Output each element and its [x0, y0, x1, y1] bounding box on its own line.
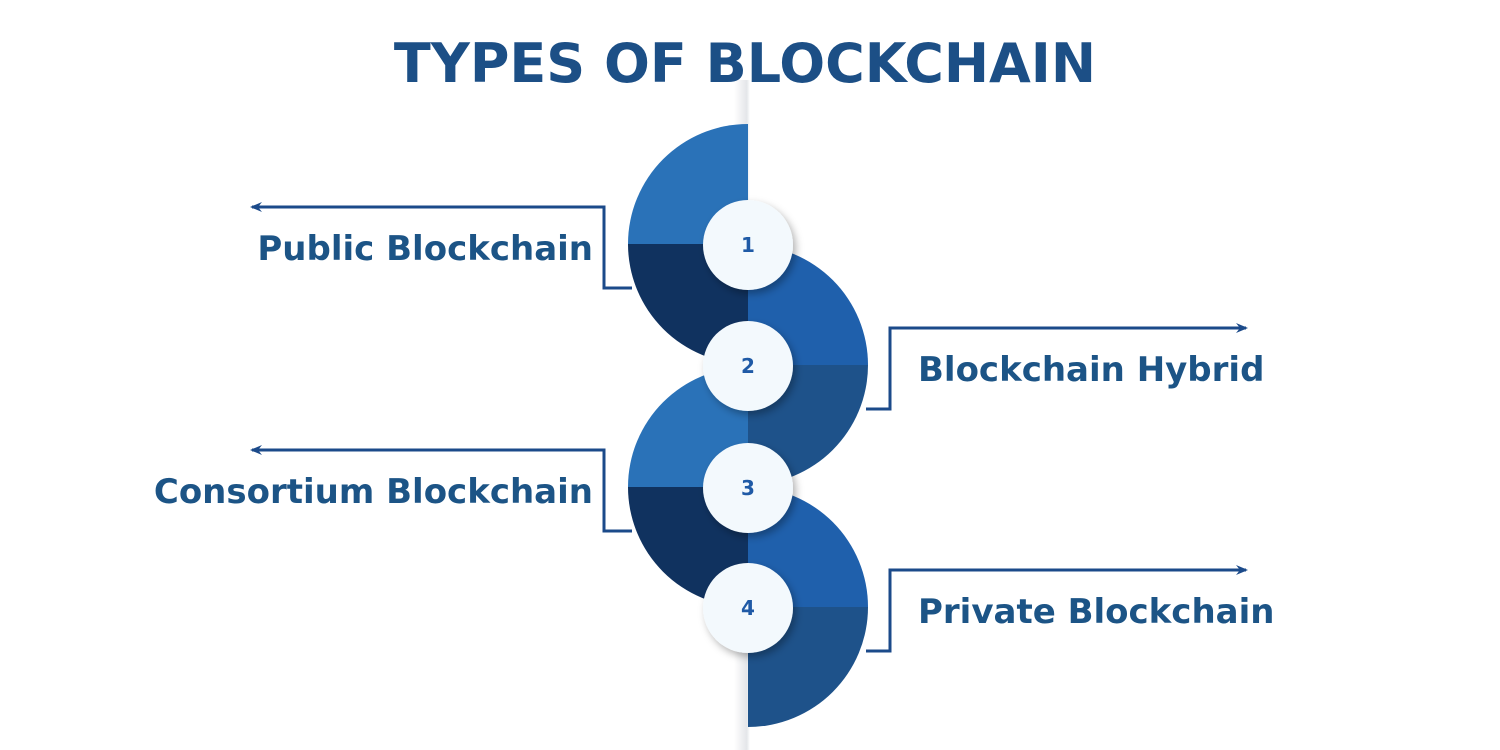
number-badge-1: 1 [703, 200, 793, 290]
label-3: Consortium Blockchain [154, 472, 593, 512]
number-badge-2: 2 [703, 321, 793, 411]
number-4: 4 [741, 596, 755, 620]
label-4: Private Blockchain [918, 592, 1274, 632]
connector-arrow-4 [866, 565, 1248, 653]
label-1: Public Blockchain [257, 229, 593, 269]
page-title: TYPES OF BLOCKCHAIN [394, 32, 1096, 95]
connector-arrow-1 [250, 202, 632, 290]
connector-arrow-3 [250, 445, 632, 533]
number-badge-3: 3 [703, 443, 793, 533]
number-badge-4: 4 [703, 563, 793, 653]
connector-arrow-2 [866, 323, 1248, 411]
label-2: Blockchain Hybrid [918, 350, 1264, 390]
number-3: 3 [741, 476, 755, 500]
number-1: 1 [741, 233, 755, 257]
number-2: 2 [741, 354, 755, 378]
